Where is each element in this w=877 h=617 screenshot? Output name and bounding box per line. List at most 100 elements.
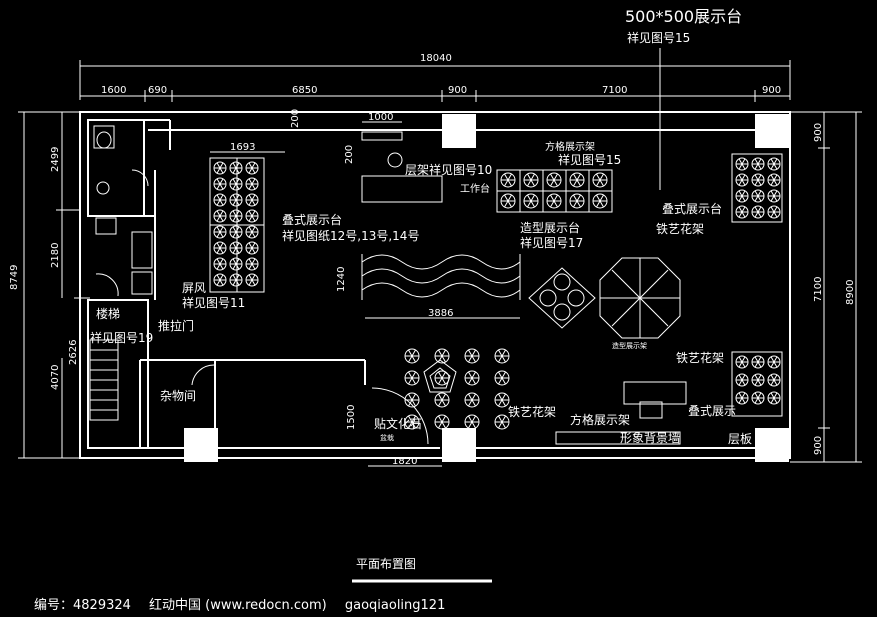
- plant-leaf: [530, 179, 535, 187]
- plant-leaf: [738, 206, 743, 213]
- plant-leaf: [573, 179, 578, 187]
- plant-leaf: [530, 200, 535, 208]
- plant-leaf: [773, 361, 778, 368]
- plant-leaf: [219, 199, 224, 206]
- label-square-stand: 方格展示架: [545, 140, 595, 153]
- label-model-stand: 造型展示台: [520, 220, 580, 235]
- plant-leaf: [438, 349, 443, 357]
- plant-leaf: [504, 200, 509, 208]
- plant-leaf: [550, 173, 555, 181]
- label-stairs-ref: 祥见图号19: [90, 331, 153, 345]
- plant-leaf: [216, 242, 221, 249]
- label-culture-sub: 盆栽: [380, 433, 394, 442]
- plant-leaf: [757, 392, 762, 399]
- plant-leaf: [498, 393, 503, 401]
- work-table: [361, 175, 443, 203]
- plant-leaf: [504, 194, 509, 202]
- plant-leaf: [251, 274, 256, 281]
- sofa: [623, 381, 687, 405]
- plant-leaf: [232, 279, 237, 286]
- dim-inner-a: 1693: [230, 142, 255, 153]
- side-table: [639, 401, 663, 419]
- column: [755, 114, 789, 148]
- plant-leaf: [216, 215, 221, 222]
- plant-leaf: [248, 279, 253, 286]
- plant-leaf: [773, 211, 778, 218]
- dim-left-1: 2499: [50, 147, 61, 172]
- plant-leaf: [599, 173, 604, 181]
- plant-leaf: [773, 163, 778, 170]
- plant-leaf: [248, 247, 253, 254]
- plant-leaf: [471, 415, 476, 423]
- plant-leaf: [773, 195, 778, 202]
- plant-leaf: [504, 179, 509, 187]
- plant-leaf: [408, 355, 413, 363]
- dim-right-1: 900: [813, 123, 824, 142]
- plant-leaf: [411, 371, 416, 379]
- plant-leaf: [251, 167, 256, 174]
- plant-leaf: [553, 173, 558, 181]
- plant-leaf: [408, 421, 413, 429]
- plant-leaf: [573, 200, 578, 208]
- plant-leaf: [738, 361, 743, 368]
- dim-inner-g: 1500: [346, 405, 357, 430]
- plant-leaf: [773, 392, 778, 399]
- plant-leaf: [553, 200, 558, 208]
- dim-top-total: 18040: [420, 53, 452, 64]
- plant-leaf: [235, 194, 240, 201]
- plant-leaf: [527, 173, 532, 181]
- column: [442, 114, 476, 148]
- label-floor-board: 层板: [728, 432, 752, 446]
- plant-leaf: [251, 210, 256, 217]
- plant-leaf: [216, 258, 221, 265]
- plant-leaf: [741, 397, 746, 404]
- dim-top-5: 7100: [602, 85, 627, 96]
- plant-leaf: [408, 377, 413, 385]
- plant-leaf: [527, 179, 532, 187]
- plant-leaf: [438, 371, 443, 379]
- plant-group: [735, 355, 781, 405]
- plant-leaf: [235, 215, 240, 222]
- plant-leaf: [773, 190, 778, 197]
- plant-leaf: [770, 392, 775, 399]
- plant-leaf: [408, 371, 413, 379]
- stairs: [89, 339, 119, 421]
- plant-leaf: [770, 179, 775, 186]
- plant-leaf: [411, 399, 416, 407]
- plant-leaf: [471, 355, 476, 363]
- plant-leaf: [216, 226, 221, 233]
- plant-leaf: [251, 183, 256, 190]
- plant-leaf: [553, 194, 558, 202]
- plant-leaf: [504, 173, 509, 181]
- plant-leaf: [741, 163, 746, 170]
- plant-leaf: [754, 195, 759, 202]
- label-iron-rack-right: 铁艺花架: [676, 350, 724, 365]
- plan-title: 平面布置图: [356, 557, 416, 571]
- plant-leaf: [754, 163, 759, 170]
- plant-leaf: [441, 355, 446, 363]
- plant-leaf: [738, 356, 743, 363]
- plant-leaf: [216, 167, 221, 174]
- plant-leaf: [216, 263, 221, 270]
- plant-leaf: [498, 377, 503, 385]
- plant-leaf: [507, 200, 512, 208]
- plant-leaf: [219, 167, 224, 174]
- plant-leaf: [773, 397, 778, 404]
- plant-leaf: [235, 183, 240, 190]
- plant-leaf: [235, 210, 240, 217]
- plant-leaf: [219, 162, 224, 169]
- plant-leaf: [248, 226, 253, 233]
- plant-leaf: [498, 355, 503, 363]
- plant-leaf: [530, 194, 535, 202]
- plant-leaf: [773, 356, 778, 363]
- plant-leaf: [501, 415, 506, 423]
- plant-leaf: [754, 206, 759, 213]
- plant-leaf: [550, 194, 555, 202]
- plant-leaf: [216, 183, 221, 190]
- plant-leaf: [232, 210, 237, 217]
- plant-leaf: [573, 194, 578, 202]
- plant-leaf: [219, 242, 224, 249]
- label-iron-rack-top: 铁艺花架: [656, 221, 704, 236]
- plant-leaf: [471, 421, 476, 429]
- plant-leaf: [754, 397, 759, 404]
